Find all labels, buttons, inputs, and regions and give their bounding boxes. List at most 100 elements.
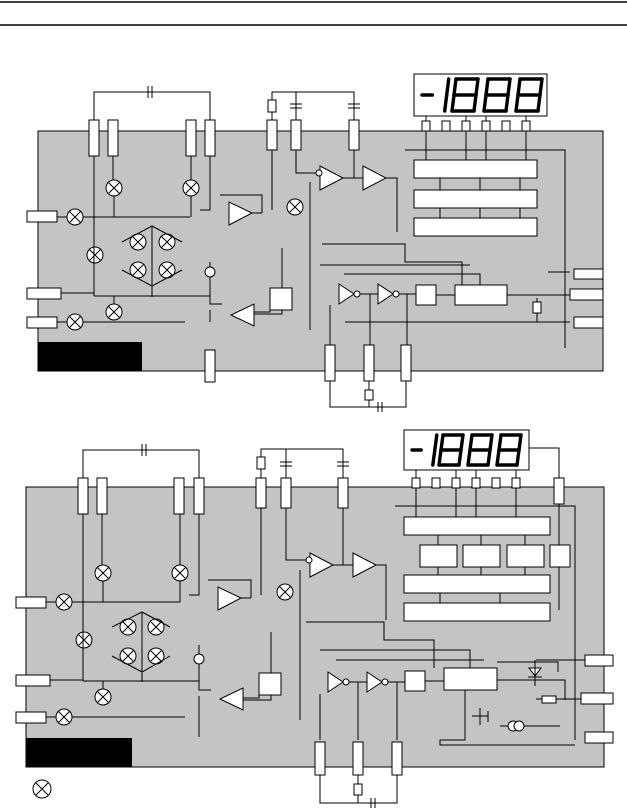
digit-segment bbox=[443, 93, 449, 113]
top-pin-2-7 bbox=[337, 477, 349, 509]
top-pin-2-3 bbox=[173, 477, 185, 515]
lamp-icon-2-9 bbox=[94, 688, 112, 706]
top-pin-2-6 bbox=[280, 477, 292, 509]
lamp-icon-5 bbox=[129, 233, 147, 251]
digit-segment bbox=[504, 93, 510, 113]
digit-segment bbox=[468, 433, 474, 452]
display-digit-2-4 bbox=[495, 433, 523, 467]
ext-network-1 bbox=[271, 91, 355, 120]
lamp-icon-9 bbox=[105, 303, 123, 321]
series-resistor-2 bbox=[541, 695, 557, 704]
top-capacitor bbox=[147, 86, 153, 98]
display-digit-1-4 bbox=[514, 77, 544, 113]
top-pin-2-5 bbox=[255, 477, 267, 509]
current-source-wiring-2 bbox=[198, 632, 272, 737]
ext-capacitor-4 bbox=[337, 461, 349, 467]
bottom-pin-4 bbox=[400, 344, 412, 382]
digit-segment bbox=[538, 77, 544, 97]
inverter-gate-2-1 bbox=[327, 671, 344, 693]
lamp-icon-10 bbox=[66, 313, 84, 331]
top-pin-2-4 bbox=[193, 477, 205, 515]
bus-lines-1 bbox=[405, 131, 566, 348]
digit-segment bbox=[514, 93, 520, 113]
digit-segment bbox=[450, 93, 456, 113]
top-capacitor-wire-2 bbox=[82, 449, 200, 478]
digit-segment bbox=[457, 448, 463, 467]
side-pin-right-3 bbox=[573, 316, 604, 329]
lamp-icon-2-6 bbox=[147, 618, 165, 636]
digit-segment bbox=[482, 93, 488, 113]
bottom-pin-2-1 bbox=[314, 741, 326, 776]
control-block-2 bbox=[443, 667, 498, 691]
digit-segment bbox=[437, 448, 443, 467]
display-digit-2-3 bbox=[466, 433, 494, 467]
current-source-1 bbox=[204, 266, 216, 278]
inverter-gate-1-dot bbox=[353, 290, 361, 298]
bottom-pin-2 bbox=[324, 344, 336, 382]
inverter-gate-1 bbox=[338, 283, 355, 305]
top-pin-3 bbox=[185, 119, 197, 157]
right-top-pin-2 bbox=[553, 477, 565, 505]
divider-block-1 bbox=[415, 284, 437, 306]
lamp-icon-7 bbox=[129, 261, 147, 279]
display-digit-1-3 bbox=[482, 77, 512, 113]
side-pin-left-2 bbox=[26, 287, 62, 300]
digit-segment bbox=[517, 433, 523, 452]
side-pin-right-1 bbox=[573, 268, 604, 280]
digit-segment bbox=[488, 433, 494, 452]
comparator-1-wires bbox=[220, 194, 263, 214]
lamp-icon-1 bbox=[105, 179, 123, 197]
display-driver-pins-2 bbox=[411, 470, 521, 489]
latch-block-2 bbox=[403, 602, 551, 622]
ext-network-2 bbox=[260, 448, 344, 478]
bottom-capacitor-2 bbox=[370, 798, 376, 808]
digit-segment bbox=[484, 77, 490, 97]
panel-1-label-bar bbox=[38, 342, 142, 371]
zener-diode-2 bbox=[528, 660, 542, 686]
buffer-amp-1 bbox=[319, 165, 345, 191]
bottom-capacitor-1 bbox=[377, 402, 383, 412]
divider-block-2 bbox=[404, 670, 426, 692]
inverter-dot-2 bbox=[305, 556, 313, 564]
trim-resistor-1 bbox=[532, 301, 542, 314]
reference-block-1 bbox=[269, 287, 293, 311]
digit-segment bbox=[439, 433, 445, 452]
current-source-wiring-1 bbox=[209, 248, 283, 322]
side-pin-left-2-1 bbox=[15, 596, 47, 609]
op-amp-1 bbox=[229, 303, 255, 327]
reference-block-2 bbox=[258, 672, 282, 696]
register-c-2 bbox=[506, 544, 545, 568]
segment-decoder-1 bbox=[413, 159, 538, 179]
inverter-gate-2-dot bbox=[392, 290, 400, 298]
lamp-icon-2-2 bbox=[171, 564, 189, 582]
latch-block-1 bbox=[413, 217, 538, 237]
lamp-icon-2-3 bbox=[55, 593, 73, 611]
side-pin-left-3 bbox=[26, 316, 58, 329]
control-wires-2 bbox=[306, 621, 585, 746]
side-pin-left-2-2 bbox=[15, 674, 51, 687]
bus-lines-2 bbox=[395, 488, 576, 740]
top-pin-2-2 bbox=[96, 477, 108, 515]
amp-chain-wires-2 bbox=[260, 508, 387, 720]
top-pin-6 bbox=[290, 119, 302, 151]
top-pin-1 bbox=[88, 119, 100, 157]
diagram-panel-2 bbox=[15, 429, 614, 808]
register-d-2 bbox=[549, 544, 571, 568]
comparator-2-wires bbox=[208, 579, 252, 599]
comparator-1 bbox=[228, 201, 254, 226]
counter-block-1 bbox=[413, 189, 538, 209]
panel-2-label-bar bbox=[26, 738, 132, 767]
side-pin-left-wires-1 bbox=[57, 216, 94, 294]
digit-segment bbox=[445, 77, 451, 97]
ext-capacitor-3 bbox=[280, 461, 292, 467]
digit-segment bbox=[452, 77, 458, 97]
legend bbox=[32, 779, 52, 799]
register-a-2 bbox=[419, 544, 458, 568]
buffer-amp-2 bbox=[309, 552, 335, 578]
top-pin-2 bbox=[107, 119, 119, 157]
digit-segment bbox=[433, 433, 439, 452]
segment-decoder-2 bbox=[403, 516, 551, 536]
digit-segment bbox=[474, 77, 480, 97]
top-pin-2-1 bbox=[77, 477, 89, 515]
